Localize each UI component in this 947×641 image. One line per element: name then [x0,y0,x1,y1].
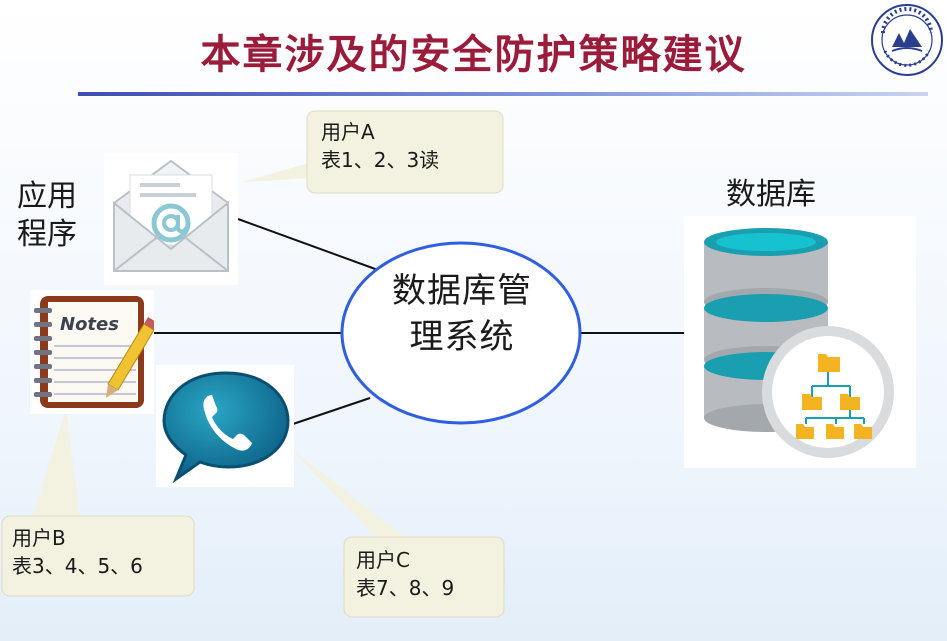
connector-phone-dbms [292,397,371,425]
university-seal-logo [871,4,943,76]
dbms-label: 数据库管 理系统 [352,268,572,360]
callout-box-user-c [343,536,505,618]
callout-user-c: 用户C 表7、8、9 [356,546,454,602]
title-rule [78,92,928,96]
callout-user-b-tables: 表3、4、5、6 [12,554,143,578]
callout-user-a: 用户A 表1、2、3读 [321,118,439,174]
notes-notebook-icon: Notes [30,290,158,414]
app-label: 应用 程序 [17,178,77,254]
envelope-at-icon [104,153,238,285]
callout-user-b-name: 用户B [12,526,66,550]
dbms-label-line-1: 数据库管 [392,271,532,311]
app-label-line-1: 应用 [17,179,77,214]
callout-tail-user-b [32,408,80,521]
app-label-line-2: 程序 [17,217,77,252]
callout-tail-user-a [242,162,312,182]
callout-user-a-tables: 表1、2、3读 [321,148,440,172]
callout-user-a-name: 用户A [321,120,375,144]
callout-user-b: 用户B 表3、4、5、6 [12,524,143,580]
database-label: 数据库 [726,177,816,212]
connector-mail-dbms [237,218,379,271]
slide-title: 本章涉及的安全防护策略建议 [200,31,747,78]
callout-tail-user-c [292,450,410,541]
phone-chat-icon [156,365,294,487]
callout-user-c-tables: 表7、8、9 [356,576,455,600]
notes-icon-text: Notes [60,314,119,335]
dbms-label-line-2: 理系统 [409,317,515,357]
hierarchy-folders-icon [760,324,896,460]
callout-box-user-b [1,515,195,597]
dbms-ellipse [340,241,582,425]
callout-box-user-a [306,110,504,194]
callout-user-c-name: 用户C [356,548,410,572]
